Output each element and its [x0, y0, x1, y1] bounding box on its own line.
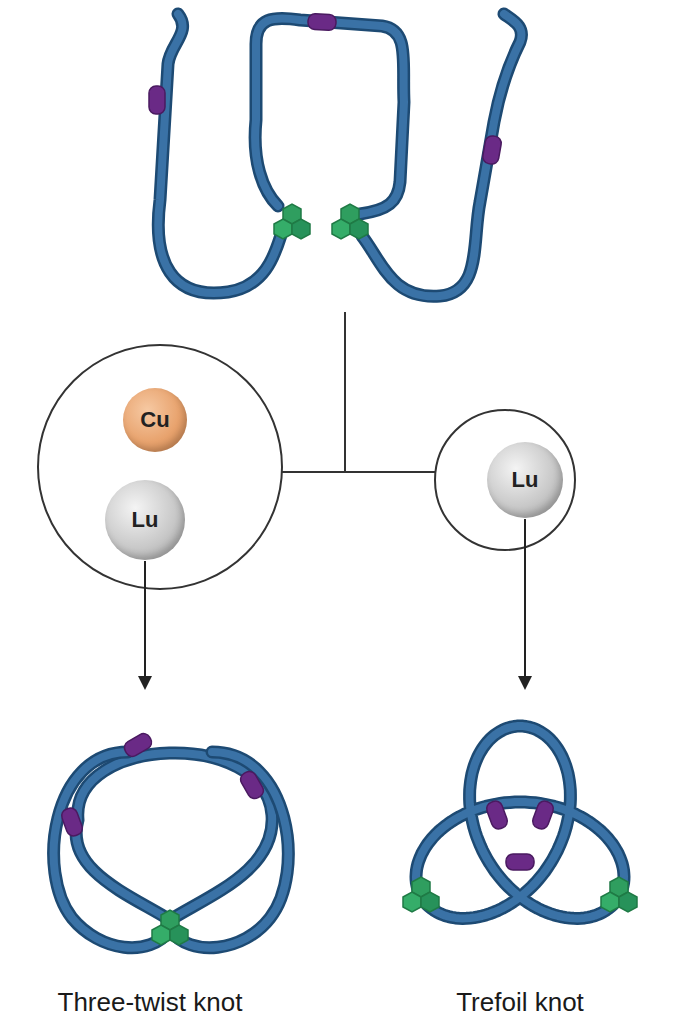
node-label: Trefoil knot — [456, 987, 584, 1018]
purple-band — [531, 799, 556, 831]
purple-band — [485, 799, 510, 831]
reaction-arrow — [138, 561, 152, 690]
lutetium-ion: Lu — [105, 480, 185, 560]
green-cluster — [152, 910, 188, 945]
strand-outline — [54, 752, 289, 948]
green-cluster — [403, 877, 439, 912]
node-label: Lu — [132, 507, 159, 533]
purple-band — [238, 769, 266, 801]
green-cluster — [274, 204, 310, 239]
strand-outline — [158, 14, 282, 293]
strand-outline — [255, 18, 404, 214]
green-cluster — [601, 877, 637, 912]
green-cluster — [332, 204, 368, 239]
strand-outline — [362, 14, 521, 296]
strand-body — [76, 753, 272, 920]
strand — [54, 14, 624, 948]
metal-circle — [435, 410, 575, 550]
strand-outline — [416, 726, 624, 918]
purple-band — [149, 86, 165, 114]
node-label: Cu — [140, 407, 169, 433]
purple-band — [308, 13, 337, 30]
strand-marks — [60, 13, 637, 945]
metal-circle — [38, 345, 282, 589]
strand-body — [54, 752, 289, 948]
strand-outline — [76, 753, 272, 920]
purple-band — [506, 854, 534, 870]
copper-ion: Cu — [123, 388, 187, 452]
node-label: Three-twist knot — [58, 987, 243, 1018]
strand-body — [158, 14, 282, 293]
knot-product: Three-twist knot — [15, 692, 285, 1024]
branch-line — [282, 312, 435, 472]
purple-band — [122, 731, 154, 759]
purple-band — [60, 806, 85, 838]
lutetium-ion: Lu — [487, 442, 563, 518]
node-label: Lu — [512, 467, 539, 493]
purple-band — [482, 135, 503, 165]
reaction-arrow — [518, 519, 532, 690]
arrow-head — [138, 676, 152, 690]
strand-body — [362, 14, 521, 296]
arrow-shaft — [524, 519, 526, 678]
strand-body — [255, 18, 404, 214]
strand-body — [416, 726, 624, 918]
arrow-head — [518, 676, 532, 690]
knot-product: Trefoil knot — [400, 692, 640, 1024]
arrow-shaft — [144, 561, 146, 678]
